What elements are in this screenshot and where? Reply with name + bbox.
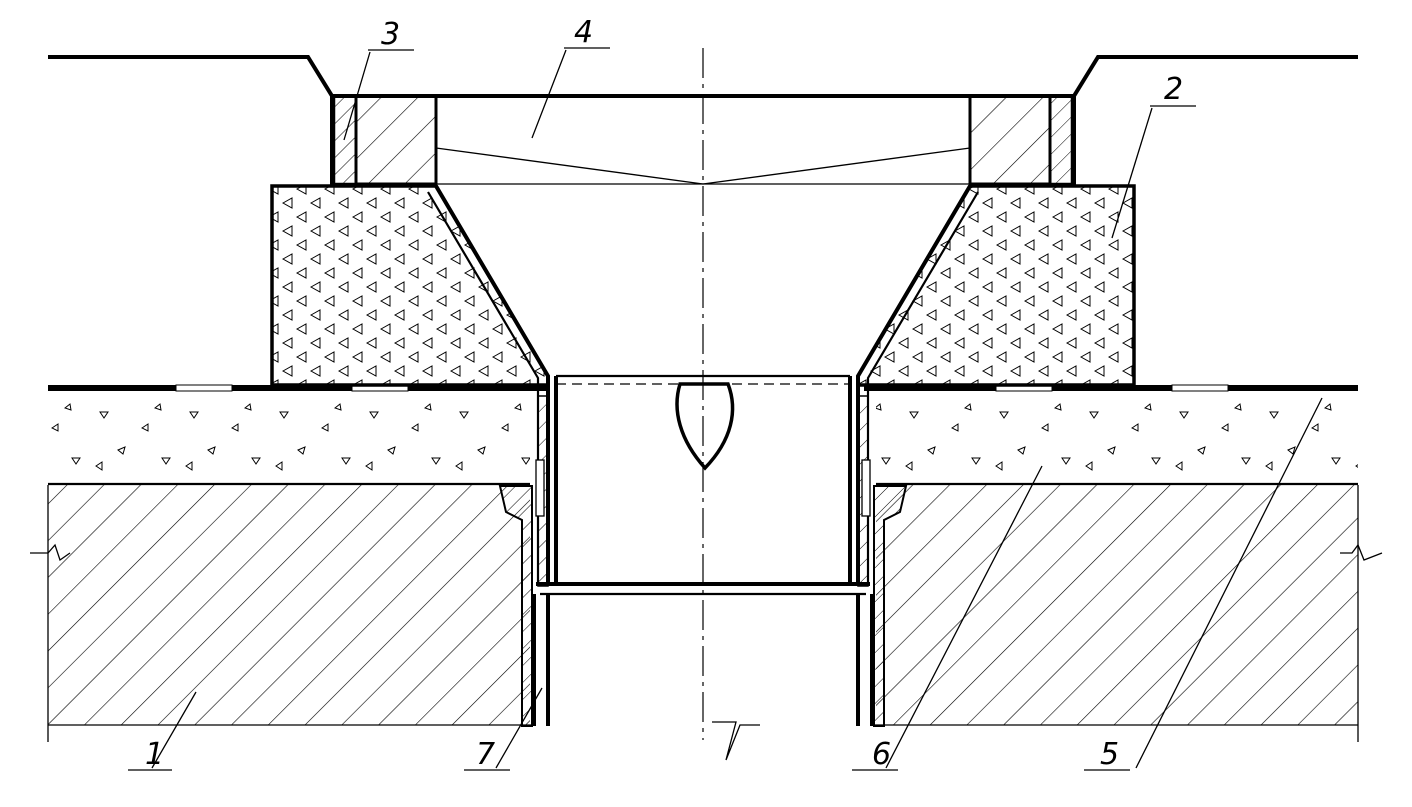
callout-label-5: 5	[1100, 737, 1119, 772]
base-slab	[30, 485, 1383, 742]
drain-grate	[435, 147, 971, 185]
callout-label-3: 3	[381, 17, 400, 52]
clamp-ring-right	[968, 94, 1074, 186]
callout-7: 7	[464, 687, 543, 772]
callout-label-7: 7	[476, 737, 495, 772]
callout-2: 2	[1111, 72, 1196, 239]
screed-layer	[48, 392, 1358, 486]
callout-label-2: 2	[1164, 72, 1183, 107]
clamp-ring-left	[332, 94, 438, 186]
pipe-sleeve	[498, 395, 908, 761]
waterproofing-membrane	[48, 384, 1358, 392]
insulation-block-right	[856, 184, 1136, 387]
callout-4: 4	[531, 15, 610, 139]
callout-label-6: 6	[872, 737, 891, 772]
callout-label-1: 1	[145, 737, 164, 772]
callout-label-4: 4	[574, 15, 593, 50]
callout-6: 6	[852, 465, 1043, 772]
callout-3: 3	[343, 17, 414, 141]
callout-5: 5	[1084, 397, 1323, 772]
callout-1: 1	[128, 691, 197, 772]
insulation-block-left	[270, 184, 550, 387]
